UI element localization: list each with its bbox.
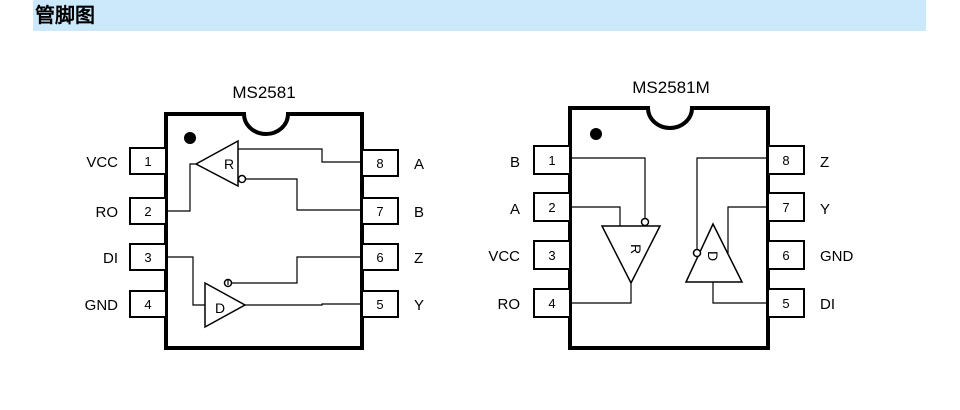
pin1-dot (590, 128, 602, 140)
pin-label: Z (414, 250, 423, 267)
pin-7 (361, 197, 399, 225)
chip-ms2581m: MS2581M 1 2 3 4 B A VCC RO 8 7 6 5 Z Y G… (488, 78, 854, 350)
pin-3 (533, 240, 571, 270)
pin-number: 8 (782, 153, 789, 168)
pin-4 (129, 290, 167, 318)
pin-number: 4 (548, 296, 555, 311)
driver-invert-bubble (692, 248, 702, 258)
chip-body (568, 106, 770, 350)
chip-ms2581: MS2581 1 2 3 4 VCC RO DI GND 8 7 6 5 A B… (85, 83, 424, 350)
pin-6 (767, 240, 805, 270)
driver-letter: D (705, 251, 721, 261)
receiver-letter: R (224, 156, 234, 172)
chip-title: MS2581 (232, 83, 295, 102)
pin-8 (767, 145, 805, 175)
pin-number: 7 (376, 204, 383, 219)
receiver-gate (194, 139, 239, 188)
chip1-wires (166, 148, 362, 306)
pin-number: 1 (548, 153, 555, 168)
pin-label: Y (820, 201, 830, 218)
pin-number: 3 (548, 248, 555, 263)
pin-number: 2 (548, 200, 555, 215)
pin-number: 1 (144, 154, 151, 169)
pin-3 (129, 243, 167, 271)
section-header: 管脚图 (33, 0, 926, 31)
pin-7 (767, 192, 805, 222)
driver-letter: D (215, 300, 225, 316)
pin-number: 3 (144, 250, 151, 265)
receiver-invert-bubble (640, 217, 650, 227)
pin-1 (533, 145, 571, 175)
receiver-letter: R (628, 244, 644, 254)
pin1-dot (184, 132, 196, 144)
pin-label: RO (498, 296, 521, 313)
receiver-gate (600, 225, 662, 285)
pin-label: GND (820, 248, 854, 265)
pin-label: VCC (488, 248, 520, 265)
pin-label: VCC (86, 154, 118, 171)
pin-label: DI (820, 296, 835, 313)
pin-label: DI (103, 250, 118, 267)
pin-label: B (510, 154, 520, 171)
pin-4 (533, 288, 571, 318)
pin-2 (533, 192, 571, 222)
pin-label: Z (820, 154, 829, 171)
pin-number: 4 (144, 297, 151, 312)
chip-title: MS2581M (632, 78, 709, 97)
pin-label: A (510, 201, 520, 218)
pin-8 (361, 149, 399, 177)
pin-number: 5 (376, 297, 383, 312)
pin-label: Y (414, 297, 424, 314)
receiver-invert-bubble (237, 174, 247, 184)
pin-label: A (414, 156, 424, 173)
pin-label: B (414, 204, 424, 221)
section-title: 管脚图 (35, 3, 95, 27)
pin-label: RO (96, 204, 119, 221)
pin-number: 6 (376, 250, 383, 265)
pin-number: 7 (782, 200, 789, 215)
pin-number: 6 (782, 248, 789, 263)
pin-1 (129, 147, 167, 175)
pin-number: 8 (376, 156, 383, 171)
pin-label: GND (85, 297, 119, 314)
chip2-wires (570, 157, 768, 304)
pin-number: 2 (144, 204, 151, 219)
pin-number: 5 (782, 296, 789, 311)
